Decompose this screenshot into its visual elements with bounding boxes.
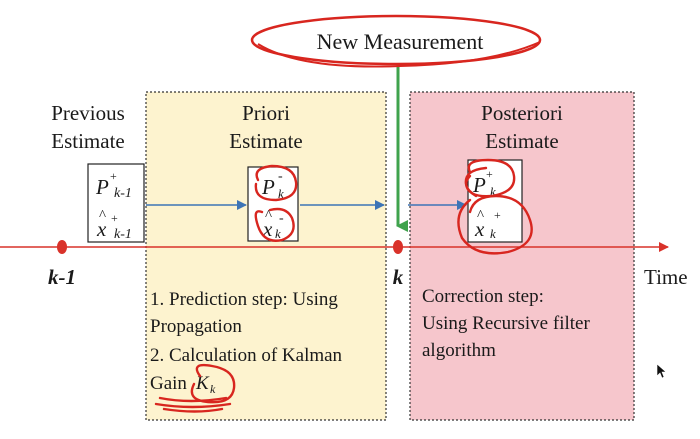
posteriori-extra-loop: [464, 174, 478, 198]
previous-P-sup: +: [110, 169, 117, 183]
priori-P-circle: [254, 164, 298, 202]
timeline-dot-k: [393, 240, 403, 254]
new-measurement-label: New Measurement: [317, 29, 484, 54]
posteriori-P-sup: +: [486, 167, 493, 181]
gain-underline-1: [158, 396, 228, 403]
time-label: Time: [644, 265, 688, 289]
gain-underline-2: [154, 402, 232, 409]
previous-x-symbol: x: [96, 217, 107, 241]
posteriori-x-hat: ^: [477, 208, 484, 224]
priori-text-line3: 2. Calculation of Kalman: [150, 345, 343, 366]
posteriori-x-symbol: x: [474, 217, 485, 241]
timeline-dot-k-minus-1: [57, 240, 67, 254]
posteriori-title-line1: Posteriori: [481, 101, 563, 125]
posteriori-text-line3: algorithm: [422, 340, 496, 361]
priori-panel: [145, 91, 387, 421]
priori-title-line2: Estimate: [229, 129, 302, 153]
priori-x-symbol: x: [262, 217, 273, 241]
new-measurement-oval-tail: [257, 41, 541, 68]
gain-symbol: K: [195, 373, 210, 394]
previous-title-line1: Previous: [51, 101, 125, 125]
posteriori-P-sub: k: [490, 184, 496, 199]
posteriori-text-line2: Using Recursive filter: [422, 313, 590, 334]
priori-estimate-box: [247, 166, 299, 242]
annotation-scribbles: [154, 158, 533, 413]
priori-title-line1: Priori: [242, 101, 290, 125]
previous-x-hat: ^: [99, 208, 106, 224]
priori-x-hat: ^: [265, 208, 272, 224]
priori-x-sub: k: [275, 226, 281, 241]
priori-text-line1: 1. Prediction step: Using: [150, 289, 338, 310]
gain-sub: k: [210, 382, 216, 396]
priori-P-sub: k: [278, 186, 284, 201]
priori-x-sup: -: [279, 211, 284, 226]
posteriori-panel: [409, 91, 635, 421]
priori-P-sup: -: [278, 169, 283, 184]
priori-text-line4: Gain: [150, 373, 187, 394]
mouse-cursor-icon: [656, 363, 667, 379]
previous-x-sub: k-1: [114, 227, 132, 242]
posteriori-x-circle: [457, 194, 533, 255]
previous-P-symbol: P: [95, 175, 109, 199]
previous-x-sup: +: [111, 211, 118, 225]
posteriori-text-line1: Correction step:: [422, 286, 544, 307]
timeline-label-k-minus-1: k-1: [48, 265, 76, 289]
posteriori-P-symbol: P: [472, 173, 486, 197]
priori-P-symbol: P: [261, 175, 275, 199]
timeline-label-k: k: [393, 265, 404, 289]
priori-text-line2: Propagation: [150, 316, 242, 337]
previous-title-line2: Estimate: [51, 129, 124, 153]
posteriori-title-line2: Estimate: [485, 129, 558, 153]
previous-estimate-box: [87, 163, 145, 243]
posteriori-x-sub: k: [490, 226, 496, 241]
new-measurement-oval: [250, 14, 542, 66]
previous-P-sub: k-1: [114, 186, 132, 201]
gain-circle: [190, 363, 236, 404]
gain-underline-3: [162, 407, 224, 413]
priori-x-circle: [254, 207, 295, 242]
posteriori-x-sup: +: [494, 208, 501, 222]
